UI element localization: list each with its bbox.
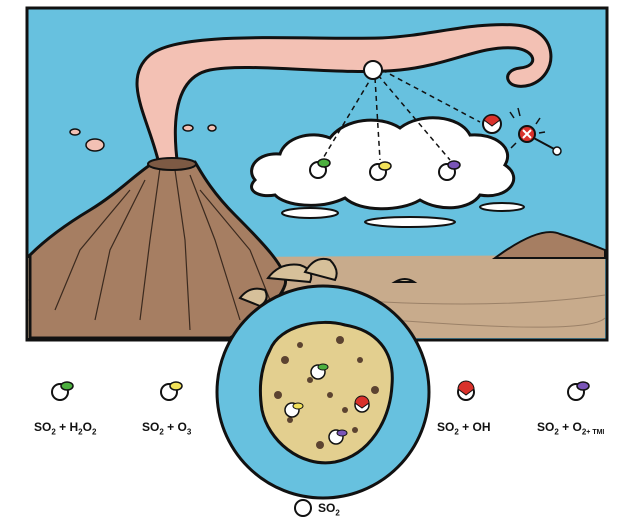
legend-icon-h2o2 (52, 382, 73, 400)
volcano-crater (148, 158, 196, 170)
legend-label-so2-o3: SO2 + O3 (142, 420, 191, 439)
ash-particle-inset (217, 286, 429, 498)
legend-icon-so2 (295, 500, 311, 516)
legend-label-so2-h2o2: SO2 + H2O2 (34, 420, 96, 439)
legend-label-so2-o2-tmi: SO2 + O2+ TMI (537, 420, 604, 440)
legend-icon-oh (458, 381, 474, 400)
legend-icon-o2-tmi (568, 382, 589, 400)
legend-icon-o3 (161, 382, 182, 400)
plume-so2-molecule (364, 61, 382, 79)
legend-label-so2-oh: SO2 + OH (437, 420, 491, 439)
legend-label-so2: SO2 (318, 501, 340, 520)
inset-molecule-oh (355, 396, 369, 412)
